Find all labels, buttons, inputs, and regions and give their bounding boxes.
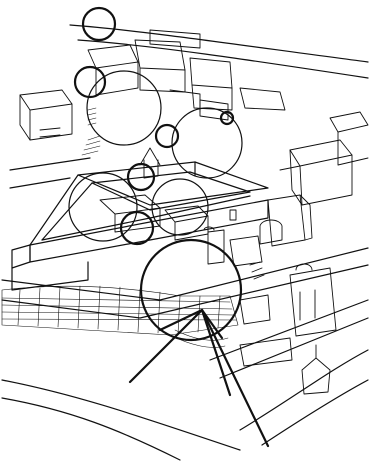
bubble-5 xyxy=(172,108,242,178)
courtyard-buildings xyxy=(100,148,282,266)
bubble-11 xyxy=(141,240,241,340)
stair-steps xyxy=(82,108,100,155)
bubble-1 xyxy=(83,8,115,40)
building-cluster-east xyxy=(268,112,368,246)
bubble-2 xyxy=(87,71,161,145)
concept-bubbles xyxy=(69,8,242,340)
